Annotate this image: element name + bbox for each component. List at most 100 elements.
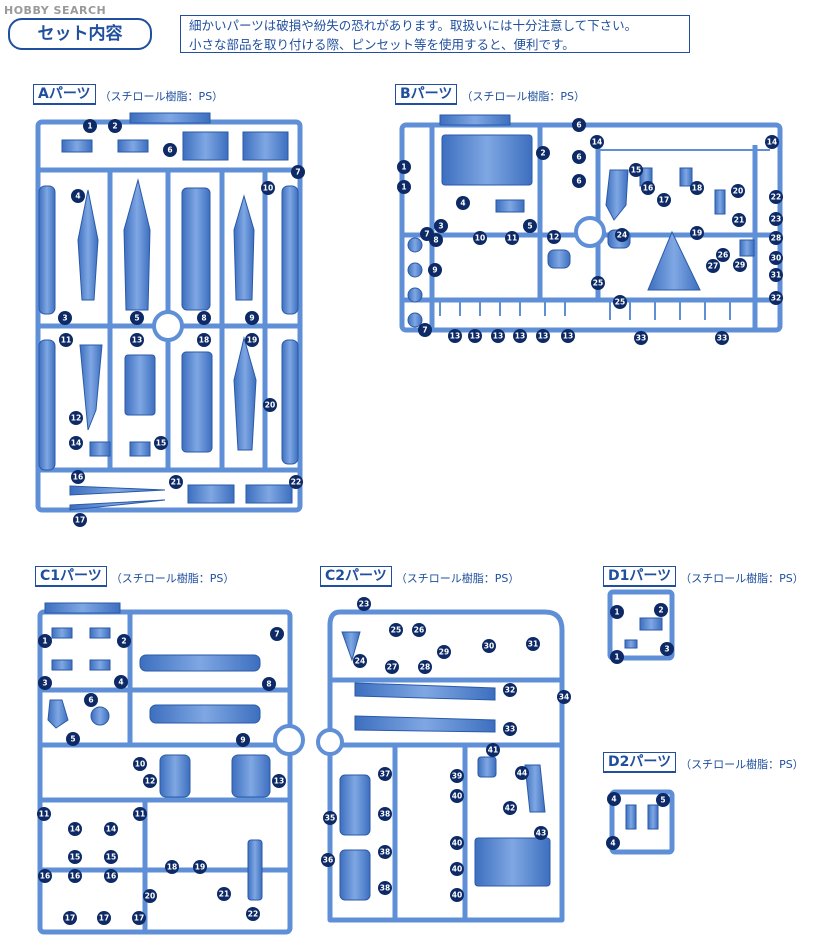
part-number-c2-27: 27 bbox=[385, 660, 399, 674]
svg-text:40: 40 bbox=[452, 839, 462, 848]
svg-text:33: 33 bbox=[636, 334, 646, 343]
sprue-a-name: Aパーツ bbox=[33, 84, 96, 105]
part-number-c1-16: 16 bbox=[68, 869, 82, 883]
svg-text:16: 16 bbox=[70, 872, 80, 881]
svg-text:17: 17 bbox=[65, 914, 75, 923]
part-number-c2-42: 42 bbox=[503, 801, 517, 815]
svg-text:14: 14 bbox=[70, 825, 80, 834]
part-number-b-9: 9 bbox=[428, 263, 442, 277]
part-number-b-30: 30 bbox=[769, 251, 783, 265]
part-number-c1-17: 17 bbox=[132, 911, 146, 925]
svg-text:24: 24 bbox=[617, 231, 627, 240]
sprue-d1-frame bbox=[607, 589, 675, 661]
part-number-c2-38: 38 bbox=[378, 845, 392, 859]
part-number-c2-29: 29 bbox=[437, 645, 451, 659]
part-number-b-33: 33 bbox=[634, 331, 648, 345]
part-number-b-18: 18 bbox=[690, 181, 704, 195]
svg-text:8: 8 bbox=[433, 236, 438, 245]
caution-notice: 細かいパーツは破損や紛失の恐れがあります。取扱いには十分注意して下さい。 小さな… bbox=[180, 15, 690, 53]
sprue-d2-frame bbox=[609, 789, 675, 855]
part-number-c1-10: 10 bbox=[133, 757, 147, 771]
svg-text:14: 14 bbox=[592, 138, 602, 147]
part-number-b-7: 7 bbox=[418, 323, 432, 337]
svg-text:6: 6 bbox=[576, 177, 581, 186]
svg-text:39: 39 bbox=[452, 772, 462, 781]
svg-text:20: 20 bbox=[265, 401, 275, 410]
sprue-d2-name: D2パーツ bbox=[603, 752, 677, 773]
svg-text:32: 32 bbox=[505, 686, 515, 695]
svg-text:40: 40 bbox=[452, 865, 462, 874]
svg-text:29: 29 bbox=[439, 648, 449, 657]
part-number-b-10: 10 bbox=[473, 231, 487, 245]
svg-text:34: 34 bbox=[559, 693, 569, 702]
svg-text:11: 11 bbox=[507, 234, 517, 243]
part-number-b-12: 12 bbox=[547, 230, 561, 244]
part-number-b-6: 6 bbox=[572, 150, 586, 164]
part-number-a-16: 16 bbox=[71, 470, 85, 484]
svg-text:20: 20 bbox=[733, 187, 743, 196]
svg-text:40: 40 bbox=[452, 891, 462, 900]
svg-text:2: 2 bbox=[121, 637, 126, 646]
part-number-d1-1: 1 bbox=[610, 650, 624, 664]
svg-text:22: 22 bbox=[291, 478, 301, 487]
part-number-b-3: 3 bbox=[434, 219, 448, 233]
svg-text:12: 12 bbox=[549, 233, 559, 242]
svg-text:14: 14 bbox=[106, 825, 116, 834]
part-number-c2-25: 25 bbox=[389, 623, 403, 637]
svg-text:13: 13 bbox=[515, 332, 525, 341]
svg-text:25: 25 bbox=[615, 298, 625, 307]
part-number-b-32: 32 bbox=[769, 291, 783, 305]
svg-text:14: 14 bbox=[71, 439, 81, 448]
part-number-a-10: 10 bbox=[261, 181, 275, 195]
part-number-b-22: 22 bbox=[769, 190, 783, 204]
svg-text:33: 33 bbox=[505, 725, 515, 734]
part-number-b-6: 6 bbox=[572, 174, 586, 188]
part-number-c1-1: 1 bbox=[38, 634, 52, 648]
part-number-c1-6: 6 bbox=[84, 693, 98, 707]
part-number-c1-11: 11 bbox=[37, 807, 51, 821]
sprue-c1-label: C1パーツ （スチロール樹脂：PS） bbox=[35, 566, 234, 587]
svg-text:27: 27 bbox=[708, 262, 718, 271]
part-number-b-33: 33 bbox=[715, 331, 729, 345]
svg-text:1: 1 bbox=[42, 637, 47, 646]
part-number-d2-4: 4 bbox=[606, 836, 620, 850]
part-number-b-17: 17 bbox=[657, 193, 671, 207]
part-number-c1-7: 7 bbox=[270, 627, 284, 641]
svg-text:15: 15 bbox=[156, 439, 166, 448]
part-number-b-13: 13 bbox=[468, 329, 482, 343]
sprue-d1-label: D1パーツ （スチロール樹脂：PS） bbox=[603, 566, 804, 587]
svg-text:30: 30 bbox=[771, 254, 781, 263]
part-number-a-19: 19 bbox=[245, 333, 259, 347]
svg-text:7: 7 bbox=[422, 326, 427, 335]
part-number-a-6: 6 bbox=[163, 143, 177, 157]
sprue-c1-material: （スチロール樹脂：PS） bbox=[110, 572, 235, 585]
part-number-c2-26: 26 bbox=[412, 623, 426, 637]
part-number-b-31: 31 bbox=[769, 268, 783, 282]
part-number-c2-33: 33 bbox=[503, 722, 517, 736]
svg-text:1: 1 bbox=[87, 122, 92, 131]
part-number-d2-5: 5 bbox=[656, 793, 670, 807]
part-number-b-4: 4 bbox=[456, 196, 470, 210]
svg-text:27: 27 bbox=[387, 663, 397, 672]
svg-text:30: 30 bbox=[484, 642, 494, 651]
svg-text:4: 4 bbox=[460, 199, 465, 208]
part-number-c2-35: 35 bbox=[323, 811, 337, 825]
sprue-c2-frame bbox=[327, 609, 565, 923]
caution-line-2: 小さな部品を取り付ける際、ピンセット等を使用すると、便利です。 bbox=[189, 37, 575, 52]
svg-text:36: 36 bbox=[323, 856, 333, 865]
part-number-a-13: 13 bbox=[130, 333, 144, 347]
svg-text:10: 10 bbox=[263, 184, 273, 193]
part-number-b-27: 27 bbox=[706, 259, 720, 273]
sprue-d1-material: （スチロール樹脂：PS） bbox=[680, 572, 804, 585]
svg-text:2: 2 bbox=[112, 122, 117, 131]
part-number-b-13: 13 bbox=[491, 329, 505, 343]
part-number-c1-3: 3 bbox=[38, 676, 52, 690]
svg-text:18: 18 bbox=[167, 863, 177, 872]
part-number-b-24: 24 bbox=[615, 228, 629, 242]
svg-text:31: 31 bbox=[528, 640, 538, 649]
svg-text:43: 43 bbox=[536, 829, 546, 838]
svg-text:13: 13 bbox=[493, 332, 503, 341]
svg-text:28: 28 bbox=[771, 234, 781, 243]
svg-text:3: 3 bbox=[62, 314, 67, 323]
svg-text:29: 29 bbox=[735, 261, 745, 270]
